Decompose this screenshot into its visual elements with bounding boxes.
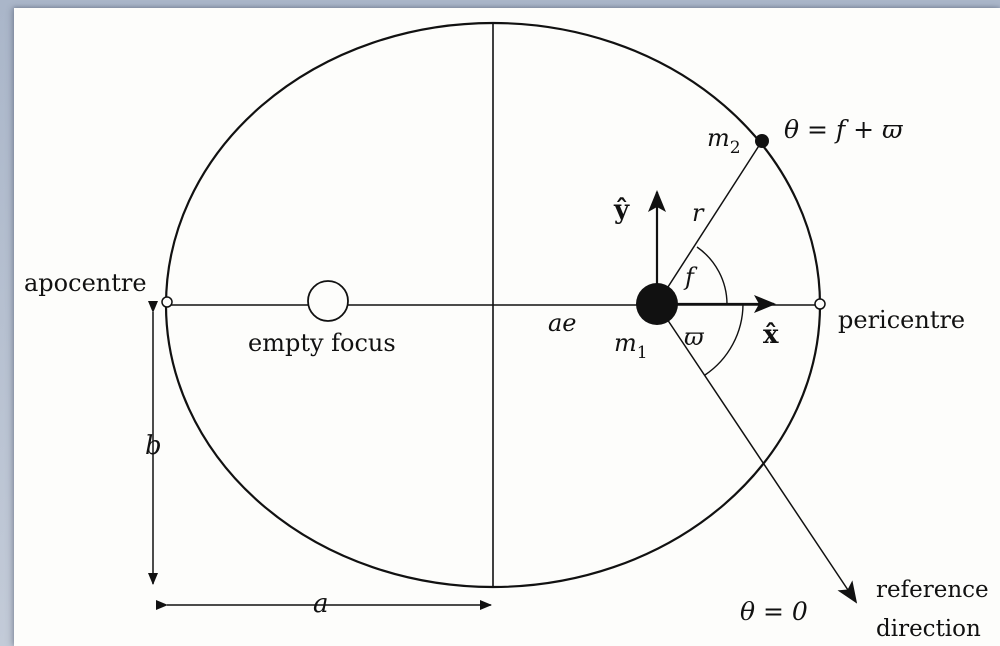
empty-focus-circle <box>307 280 349 322</box>
a-label: a <box>313 589 329 619</box>
b-label: b <box>145 431 162 461</box>
theta-equation-label: θ = f + ϖ <box>784 115 903 144</box>
direction-label: direction <box>876 616 981 642</box>
ae-label: ae <box>548 309 577 337</box>
m1-label: m1 <box>614 329 648 363</box>
pericentre-point <box>814 298 826 310</box>
reference-direction-line <box>656 303 858 604</box>
angle-f-arc <box>696 246 728 305</box>
mass-m2 <box>755 134 769 148</box>
m2-label: m2 <box>707 124 741 158</box>
y-hat-label: ŷ <box>613 195 630 225</box>
f-label: f <box>683 263 698 291</box>
reference-label: reference <box>876 577 989 603</box>
r-label: r <box>692 199 705 227</box>
x-hat-label: x̂ <box>763 320 779 350</box>
varpi-label: ϖ <box>684 323 705 351</box>
angle-varpi-arc <box>704 303 744 376</box>
diagram-canvas <box>14 8 1000 646</box>
empty-focus-label: empty focus <box>248 329 396 357</box>
apocentre-point <box>161 296 173 308</box>
mass-m1 <box>636 283 678 325</box>
apocentre-label: apocentre <box>24 269 147 297</box>
radius-line <box>656 140 763 305</box>
pericentre-label: pericentre <box>838 306 965 334</box>
theta-zero-label: θ = 0 <box>740 597 808 626</box>
